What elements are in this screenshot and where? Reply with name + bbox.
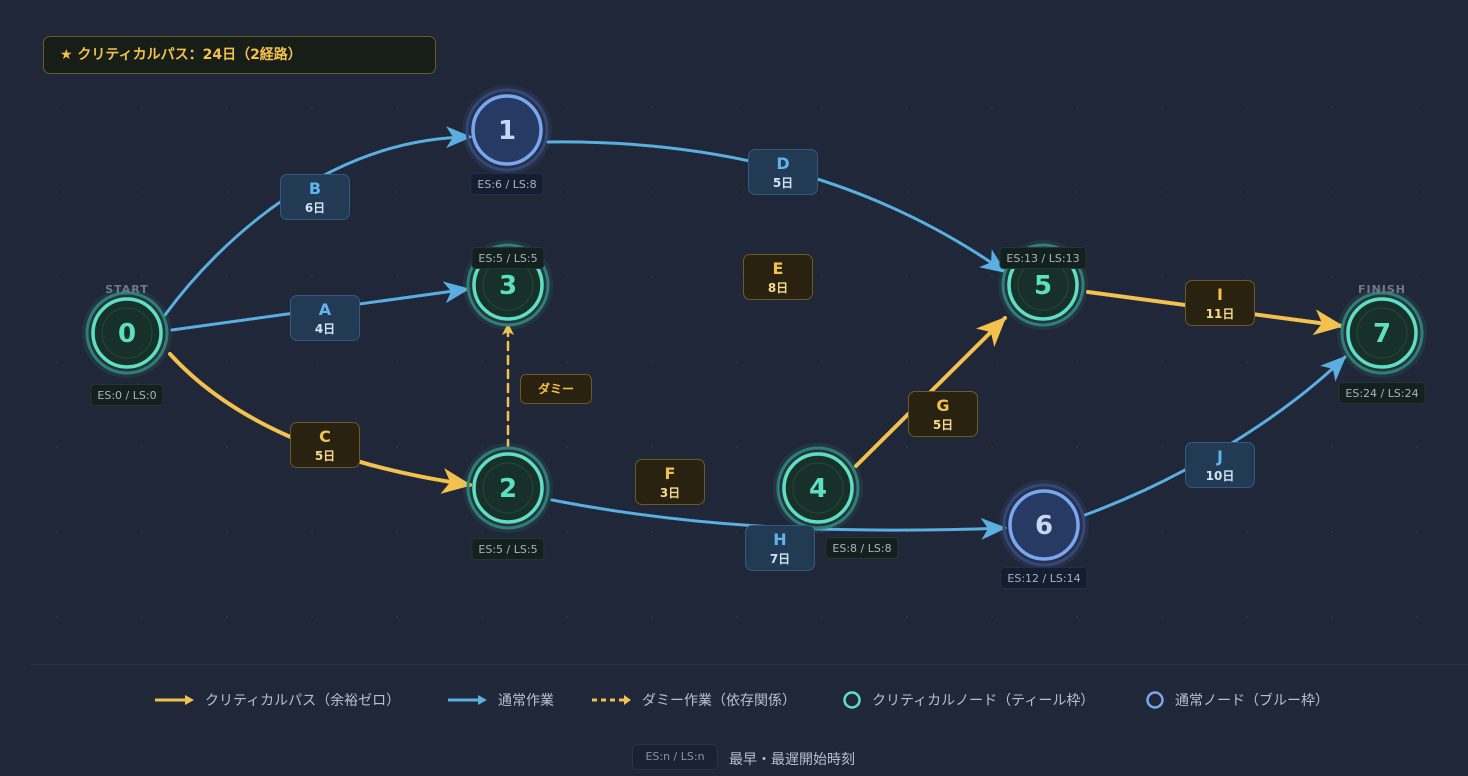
- node-number: 1: [498, 116, 516, 146]
- node-number: 6: [1035, 511, 1053, 541]
- activity-name: H: [773, 530, 787, 549]
- activity-name: D: [776, 154, 790, 173]
- node-6-es-ls: ES:12 / LS:14: [1000, 567, 1088, 589]
- legend-normal-node: 通常ノード（ブルー枠）: [1145, 690, 1329, 710]
- node-1[interactable]: 1: [462, 85, 552, 175]
- activity-name: B: [308, 179, 322, 198]
- legend-critical-node: クリティカルノード（ティール枠）: [842, 690, 1094, 710]
- node-number: 4: [809, 474, 827, 504]
- activity-name: G: [936, 396, 950, 415]
- blue-circle-icon: [1146, 691, 1164, 709]
- node-outer-ring: [1002, 483, 1086, 567]
- activity-name: C: [319, 427, 331, 446]
- node-7-tag: FINISH: [1357, 283, 1407, 296]
- node-inner-ring: [482, 462, 534, 514]
- node-7[interactable]: 7: [1337, 288, 1427, 378]
- node-7-es-ls: ES:24 / LS:24: [1338, 382, 1426, 404]
- activity-label-G: G 5日: [908, 391, 978, 437]
- yellow-arrow-icon: [155, 695, 194, 705]
- node-ring: [472, 452, 544, 524]
- activity-label-H: H 7日: [745, 525, 815, 571]
- activity-label-D: D 5日: [748, 149, 818, 195]
- node-4[interactable]: 4: [773, 443, 863, 533]
- critical-path-banner: ★ クリティカルパス：24日（2経路）: [43, 36, 436, 74]
- legend-label: ダミー作業（依存関係）: [642, 693, 796, 709]
- legend-label: クリティカルノード（ティール枠）: [872, 693, 1095, 709]
- node-inner-ring: [1356, 307, 1408, 359]
- activity-duration: 10日: [1205, 469, 1235, 483]
- node-inner-ring: [101, 307, 153, 359]
- activity-duration: 4日: [314, 322, 336, 336]
- dummy-label: ダミー: [520, 374, 592, 404]
- node-2-es-ls: ES:5 / LS:5: [471, 538, 545, 560]
- activity-label-A: A 4日: [290, 295, 360, 341]
- legend-divider: [30, 664, 1468, 665]
- activity-label-E: E 8日: [743, 254, 813, 300]
- node-number: 3: [499, 271, 517, 301]
- node-ring: [1346, 297, 1418, 369]
- activity-duration: 5日: [932, 418, 954, 432]
- node-2[interactable]: 2: [463, 443, 553, 533]
- activity-duration: 8日: [767, 281, 789, 295]
- legend-label: 通常ノード（ブルー枠）: [1175, 693, 1329, 709]
- node-0-tag: START: [105, 283, 149, 296]
- node-ring: [91, 297, 163, 369]
- activity-duration: 5日: [772, 176, 794, 190]
- node-5-es-ls: ES:13 / LS:13: [999, 247, 1087, 269]
- es-ls-key-description: 最早・最遅開始時刻: [729, 752, 855, 768]
- legend-label: 通常作業: [498, 693, 554, 709]
- node-number: 2: [499, 474, 517, 504]
- activity-duration: 3日: [659, 486, 681, 500]
- node-0-es-ls: ES:0 / LS:0: [90, 384, 164, 406]
- activity-label-B: B 6日: [280, 174, 350, 220]
- node-outer-ring: [466, 446, 550, 530]
- activity-duration: 7日: [769, 552, 791, 566]
- activity-duration: 5日: [314, 449, 336, 463]
- activity-label-J: J 10日: [1185, 442, 1255, 488]
- node-inner-ring: [792, 462, 844, 514]
- legend-label: クリティカルパス（余裕ゼロ）: [205, 693, 401, 709]
- activity-duration: 11日: [1205, 307, 1235, 321]
- activity-duration: 6日: [304, 201, 326, 215]
- legend-normal: 通常作業: [448, 690, 554, 710]
- activity-label-C: C 5日: [290, 422, 360, 468]
- activity-name: A: [318, 300, 332, 319]
- activity-name: E: [772, 259, 784, 278]
- activity-name: F: [664, 464, 676, 483]
- legend-critical-path: クリティカルパス（余裕ゼロ）: [155, 690, 400, 710]
- node-number: 5: [1034, 271, 1052, 301]
- node-1-es-ls: ES:6 / LS:8: [470, 173, 544, 195]
- activity-name: I: [1217, 285, 1223, 304]
- node-outer-ring: [466, 243, 550, 327]
- teal-circle-icon: [843, 691, 861, 709]
- node-4-es-ls: ES:8 / LS:8: [825, 537, 899, 559]
- dashed-arrow-icon: [592, 695, 631, 705]
- activity-label-I: I 11日: [1185, 280, 1255, 326]
- node-outer-ring: [85, 291, 169, 375]
- node-ring: [471, 94, 543, 166]
- node-outer-ring: [1340, 291, 1424, 375]
- node-3-es-ls: ES:5 / LS:5: [471, 247, 545, 269]
- node-ring: [1008, 489, 1080, 561]
- node-number: 0: [118, 319, 136, 349]
- blue-arrow-icon: [448, 695, 487, 705]
- node-outer-ring: [465, 88, 549, 172]
- activity-name: J: [1217, 447, 1223, 466]
- legend-dummy: ダミー作業（依存関係）: [592, 690, 796, 710]
- node-outer-ring: [1001, 243, 1085, 327]
- node-outer-ring: [776, 446, 860, 530]
- node-0[interactable]: 0: [82, 288, 172, 378]
- activity-label-F: F 3日: [635, 459, 705, 505]
- node-number: 7: [1373, 319, 1391, 349]
- node-6[interactable]: 6: [999, 480, 1089, 570]
- node-ring: [782, 452, 854, 524]
- es-ls-key: ES:n / LS:n: [632, 744, 718, 770]
